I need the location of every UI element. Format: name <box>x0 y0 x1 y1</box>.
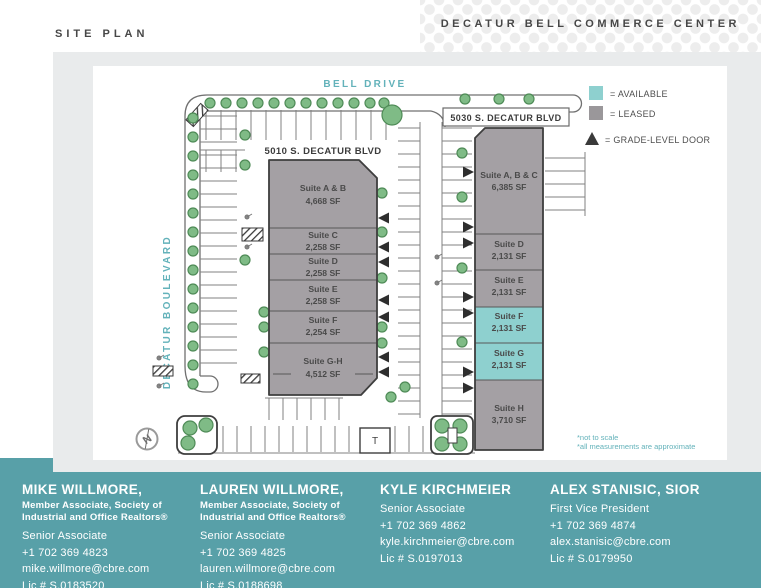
svg-text:6,385 SF: 6,385 SF <box>492 182 527 192</box>
contact-society-line: Industrial and Office Realtors® <box>200 512 346 523</box>
svg-text:Suite H: Suite H <box>494 403 524 413</box>
legend-available-label: = AVAILABLE <box>610 89 668 99</box>
parking-stalls <box>178 110 586 454</box>
suite-5010-e: Suite E 2,258 SF <box>306 284 341 306</box>
contact-license: Lic # S.0183520 <box>22 579 105 588</box>
contact-card: MIKE WILLMORE, Member Associate, Society… <box>22 482 194 588</box>
planter-box-right <box>430 415 474 455</box>
svg-text:2,131 SF: 2,131 SF <box>492 323 527 333</box>
note-not-to-scale: *not to scale <box>577 433 618 442</box>
svg-text:2,131 SF: 2,131 SF <box>492 360 527 370</box>
contact-card: ALEX STANISIC, SIOR First Vice President… <box>550 482 722 567</box>
site-plan-card: BELL DRIVE DECATUR BOULEVARD <box>93 66 727 460</box>
street-label-decatur-boulevard: DECATUR BOULEVARD <box>162 235 173 389</box>
suite-5030-g: Suite G 2,131 SF <box>492 348 527 370</box>
building-5030-address: 5030 S. DECATUR BLVD <box>450 113 561 123</box>
contact-name: KYLE KIRCHMEIER <box>380 482 512 497</box>
building-5030: 5030 S. DECATUR BLVD Suite A, B & C 6,38… <box>442 107 570 451</box>
contact-name: LAUREN WILLMORE, <box>200 482 344 497</box>
contact-title: First Vice President <box>550 503 650 515</box>
svg-text:Suite D: Suite D <box>494 239 524 249</box>
building-5030-address-box <box>442 107 570 127</box>
suite-5030-h: Suite H 3,710 SF <box>492 403 527 425</box>
svg-text:2,258 SF: 2,258 SF <box>306 242 341 252</box>
svg-text:Suite E: Suite E <box>308 284 337 294</box>
planter-box-left <box>176 415 218 455</box>
legend-leased-swatch <box>589 106 603 120</box>
tree-icons <box>187 93 535 403</box>
contact-phone: +1 702 369 4823 <box>22 546 108 559</box>
legend: = AVAILABLE = LEASED = GRADE-LEVEL DOOR <box>585 86 711 145</box>
svg-text:Suite F: Suite F <box>309 315 338 325</box>
building-5010-address: 5010 S. DECATUR BLVD <box>265 146 382 157</box>
contact-footer: MIKE WILLMORE, Member Associate, Society… <box>0 472 761 588</box>
svg-text:2,258 SF: 2,258 SF <box>306 296 341 306</box>
site-plan-drawing: BELL DRIVE DECATUR BOULEVARD <box>135 79 711 455</box>
svg-text:Suite A, B & C: Suite A, B & C <box>480 170 537 180</box>
svg-text:Suite C: Suite C <box>308 230 338 240</box>
svg-text:Suite G: Suite G <box>494 348 524 358</box>
suite-5030-f-region <box>475 307 543 343</box>
svg-text:Suite D: Suite D <box>308 256 338 266</box>
legend-available-swatch <box>589 86 603 100</box>
property-title: DECATUR BELL COMMERCE CENTER <box>440 18 740 30</box>
contact-email[interactable]: alex.stanisic@cbre.com <box>550 536 671 548</box>
svg-text:2,131 SF: 2,131 SF <box>492 287 527 297</box>
svg-text:2,131 SF: 2,131 SF <box>492 251 527 261</box>
note-measurements: *all measurements are approximate <box>577 442 695 451</box>
contact-society-line: Industrial and Office Realtors® <box>22 512 168 523</box>
legend-grade-level-door-label: = GRADE-LEVEL DOOR <box>605 135 711 145</box>
contact-license: Lic # S.0197013 <box>380 552 463 565</box>
contact-email[interactable]: lauren.willmore@cbre.com <box>200 563 336 575</box>
contact-phone: +1 702 369 4862 <box>380 519 466 532</box>
suite-5010-d: Suite D 2,258 SF <box>306 256 341 278</box>
contact-email[interactable]: mike.willmore@cbre.com <box>22 563 150 575</box>
teal-corner-accent <box>0 458 53 472</box>
legend-leased-label: = LEASED <box>610 109 656 119</box>
contact-title: Senior Associate <box>22 530 108 542</box>
contact-email[interactable]: kyle.kirchmeier@cbre.com <box>380 536 515 548</box>
svg-text:4,512 SF: 4,512 SF <box>306 369 341 379</box>
contact-card: LAUREN WILLMORE, Member Associate, Socie… <box>200 482 372 588</box>
transformer-box: T <box>359 427 391 454</box>
legend-grade-level-door-icon <box>585 132 599 145</box>
contact-society-line: Member Associate, Society of <box>22 500 162 511</box>
contact-title: Senior Associate <box>380 503 466 515</box>
building-5010: 5010 S. DECATUR BLVD Suite A & B 4,668 S… <box>265 146 389 396</box>
suite-5030-abc: Suite A, B & C 6,385 SF <box>480 170 537 192</box>
street-label-bell-drive: BELL DRIVE <box>323 79 406 90</box>
contact-card: KYLE KIRCHMEIER Senior Associate +1 702 … <box>380 482 552 567</box>
contact-title: Senior Associate <box>200 530 286 542</box>
svg-text:Suite G-H: Suite G-H <box>303 356 342 366</box>
contact-license: Lic # S.0179950 <box>550 552 633 565</box>
contact-phone: +1 702 369 4825 <box>200 546 286 559</box>
suite-5010-c: Suite C 2,258 SF <box>306 230 341 252</box>
transformer-label: T <box>372 436 378 447</box>
page-title: SITE PLAN <box>55 28 149 40</box>
contact-license: Lic # S.0188698 <box>200 579 283 588</box>
svg-text:3,710 SF: 3,710 SF <box>492 415 527 425</box>
north-compass-icon: N <box>135 427 159 451</box>
suite-5010-gh: Suite G-H 4,512 SF <box>273 356 373 379</box>
suite-5030-f: Suite F 2,131 SF <box>492 311 527 333</box>
dot-pattern-decoration <box>420 0 761 52</box>
disclaimer-notes: *not to scale *all measurements are appr… <box>577 433 695 451</box>
svg-text:4,668 SF: 4,668 SF <box>306 196 341 206</box>
contact-society-line: Member Associate, Society of <box>200 500 340 511</box>
svg-text:Suite F: Suite F <box>495 311 524 321</box>
suite-5030-e: Suite E 2,131 SF <box>492 275 527 297</box>
svg-text:2,258 SF: 2,258 SF <box>306 268 341 278</box>
suite-5030-d: Suite D 2,131 SF <box>492 239 527 261</box>
svg-text:Suite A & B: Suite A & B <box>300 183 346 193</box>
contact-name: MIKE WILLMORE, <box>22 482 143 497</box>
suite-5010-f: Suite F 2,254 SF <box>306 315 341 337</box>
contact-name: ALEX STANISIC, SIOR <box>550 482 700 497</box>
contact-phone: +1 702 369 4874 <box>550 519 636 532</box>
suite-5030-g-region <box>475 343 543 380</box>
light-pole-icons <box>156 213 443 389</box>
svg-text:Suite E: Suite E <box>494 275 523 285</box>
svg-text:2,254 SF: 2,254 SF <box>306 327 341 337</box>
suite-5010-ab: Suite A & B 4,668 SF <box>300 183 346 206</box>
